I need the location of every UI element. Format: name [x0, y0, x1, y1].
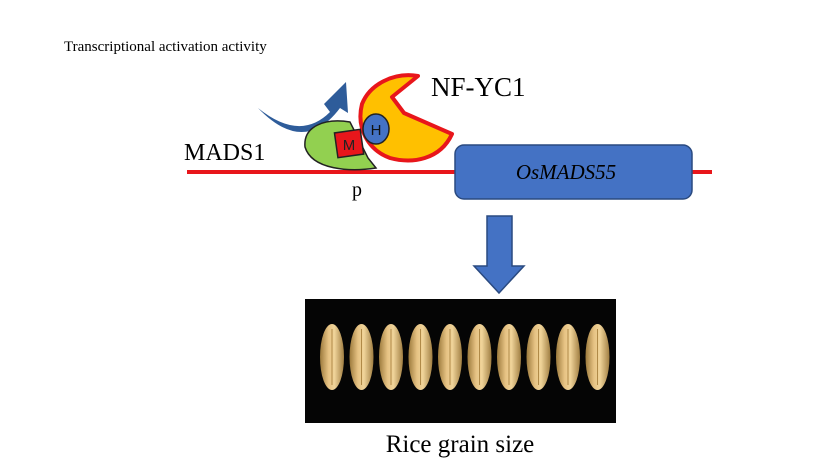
result-label: Rice grain size	[386, 431, 535, 458]
mads1-label: MADS1	[184, 140, 265, 166]
m-domain	[333, 128, 365, 159]
h-domain-label: H	[371, 122, 382, 139]
down-arrow-icon	[472, 215, 526, 295]
h-domain	[362, 113, 390, 145]
gene-label: OsMADS55	[516, 160, 616, 184]
activity-label: Transcriptional activation activity	[64, 39, 267, 55]
curved-arrow-icon	[258, 82, 348, 132]
nfyc1-label: NF-YC1	[431, 72, 526, 102]
promoter-label: p	[352, 179, 362, 201]
rice-grain-photo	[305, 299, 616, 423]
osmads55-gene-box	[454, 144, 693, 200]
m-domain-label: M	[343, 137, 356, 154]
